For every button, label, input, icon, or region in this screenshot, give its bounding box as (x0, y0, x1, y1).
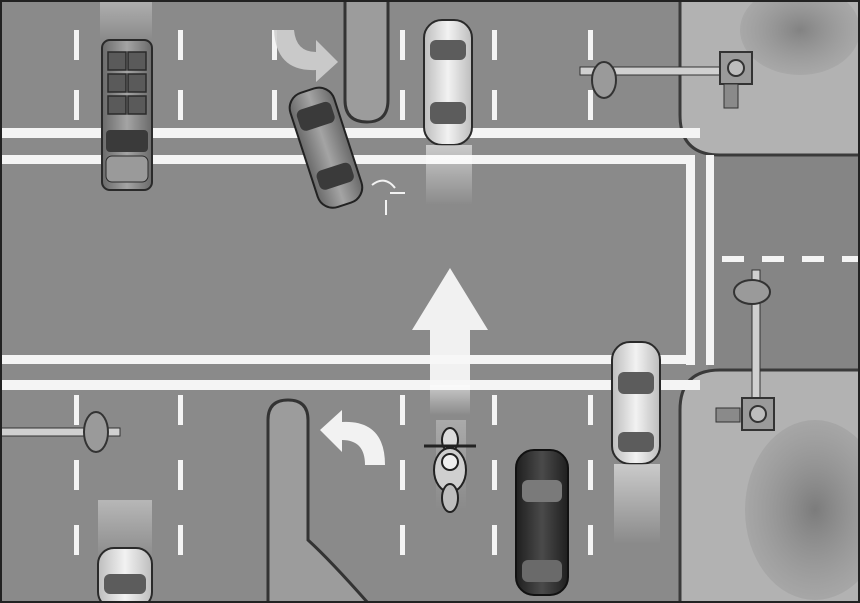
lane-box-bottom (0, 355, 695, 364)
right-road-edge (706, 155, 714, 365)
right-road (708, 150, 860, 380)
car-black-bottom (516, 450, 568, 595)
median-top (345, 0, 388, 122)
straight-arrow-trail (430, 385, 470, 415)
stop-line-bottom (0, 380, 700, 390)
car-bottom-left (98, 500, 152, 603)
car-white-top (424, 20, 472, 205)
lane-box-right (686, 155, 695, 365)
car-white-right (612, 342, 660, 544)
truck-top-left (100, 0, 152, 190)
